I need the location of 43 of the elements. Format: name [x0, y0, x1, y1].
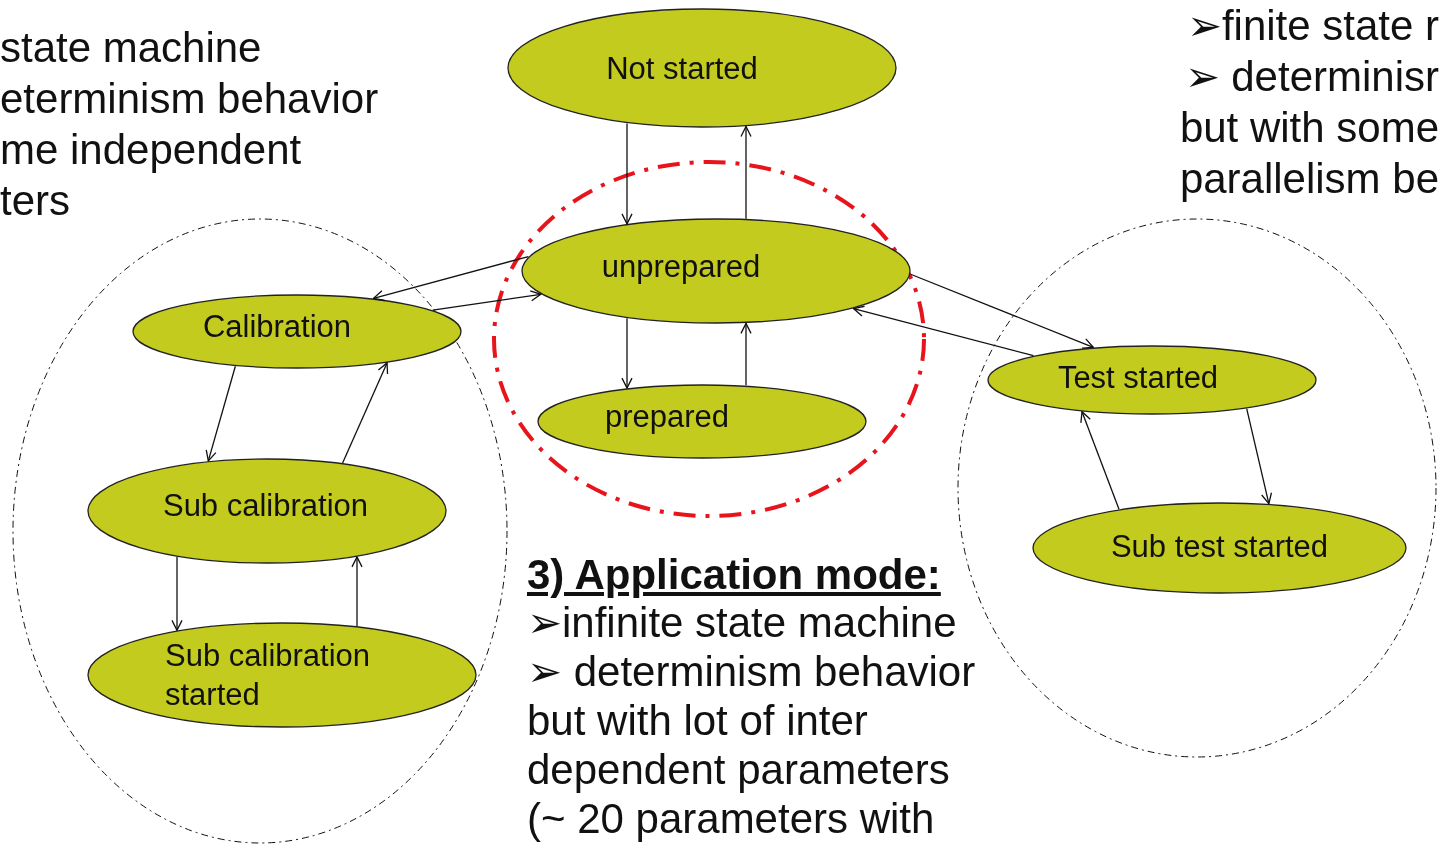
- arrow: [372, 255, 530, 302]
- arrow: [432, 290, 542, 311]
- state-label: Sub calibration: [162, 486, 369, 525]
- group-ellipse: [12, 218, 508, 844]
- state-ellipse: [987, 345, 1317, 415]
- arrow: [1246, 408, 1273, 505]
- arrow: [621, 122, 633, 225]
- arrow: [341, 362, 389, 464]
- state-ellipse: [87, 458, 447, 564]
- note-text: but with some: [1179, 103, 1439, 153]
- state-label: prepared: [604, 398, 730, 436]
- state-label: unprepared: [601, 247, 761, 286]
- arrow: [621, 317, 633, 389]
- arrow: [910, 273, 1094, 349]
- group-ellipse: [490, 158, 928, 520]
- state-ellipse: [1032, 502, 1407, 594]
- state-label: Test started: [1057, 358, 1219, 397]
- state-ellipse: [537, 384, 867, 459]
- note-text: ➢ determinism behavior but with lot of inter dependent parameters (~ 20 parameters with: [527, 647, 977, 843]
- state-label: Sub test started: [1110, 527, 1329, 566]
- note-text: me independent: [0, 125, 302, 175]
- state-label: Calibration: [202, 308, 352, 346]
- state-ellipse: [521, 218, 911, 324]
- state-label: Not started: [606, 49, 758, 88]
- arrow: [740, 322, 752, 386]
- note-text: state machine: [0, 23, 262, 73]
- arrow: [740, 125, 752, 220]
- note-text: eterminism behavior: [0, 74, 379, 124]
- arrow: [351, 556, 363, 627]
- arrow: [852, 305, 1035, 357]
- arrow: [1080, 411, 1120, 510]
- state-ellipse: [132, 294, 462, 369]
- note-text: parallelism be: [1179, 154, 1439, 204]
- note-text: ➢infinite state machine: [527, 598, 957, 647]
- arrow: [205, 365, 236, 462]
- note-text: ➢ determinisr: [1184, 52, 1439, 102]
- arrow: [171, 556, 183, 631]
- state-ellipse: [507, 8, 897, 128]
- state-ellipse: [87, 622, 477, 728]
- section-heading: 3) Application mode:: [527, 550, 941, 600]
- note-text: ters: [0, 176, 70, 226]
- note-text: ➢finite state r: [1186, 1, 1439, 51]
- state-label: Sub calibration started: [165, 637, 372, 714]
